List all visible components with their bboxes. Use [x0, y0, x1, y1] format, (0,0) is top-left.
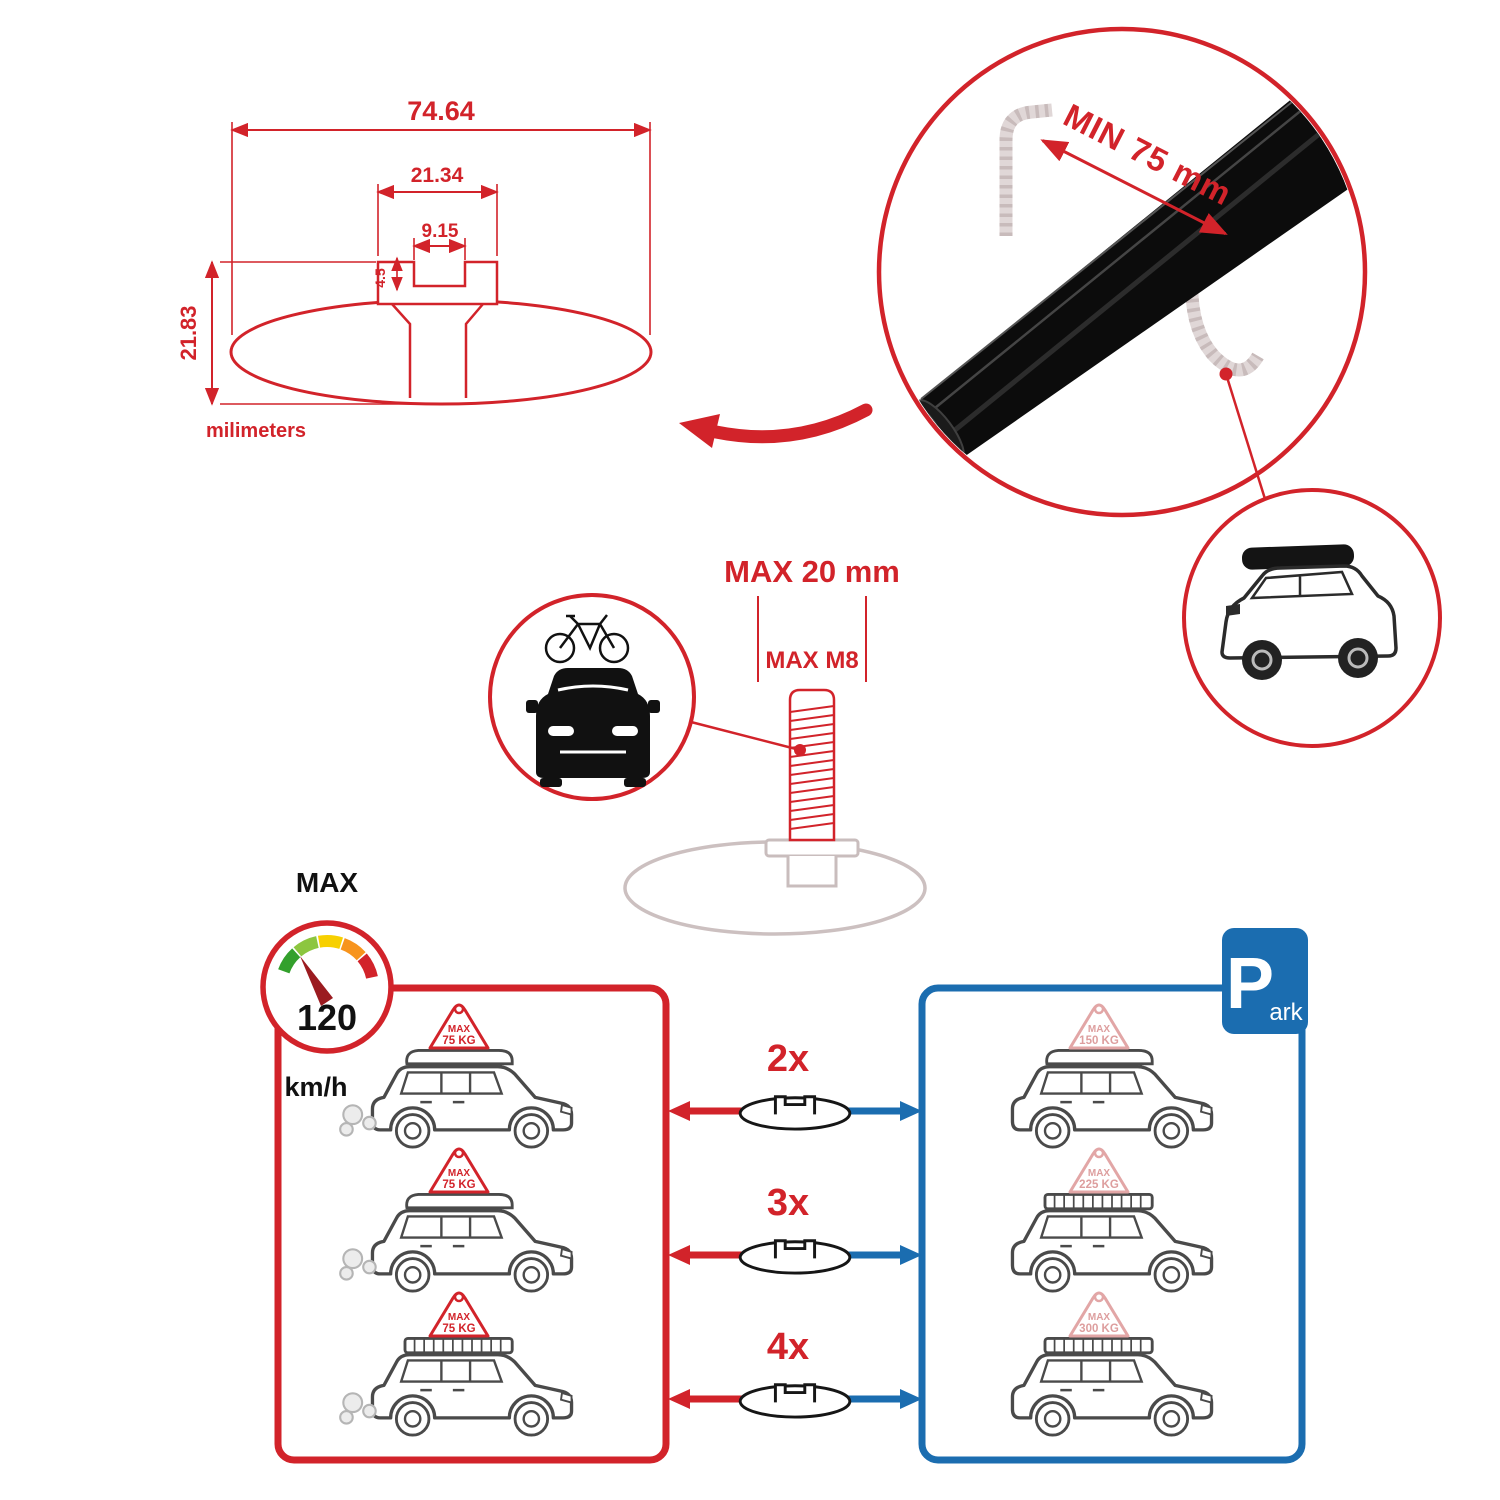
svg-text:MAX: MAX: [448, 1024, 471, 1035]
left-arrow-icon: [668, 1101, 690, 1121]
svg-text:MAX: MAX: [448, 1312, 471, 1323]
load-badge: MAX 300 KG: [1068, 1291, 1130, 1338]
svg-text:300 KG: 300 KG: [1079, 1323, 1119, 1335]
right-arrow-icon: [900, 1389, 922, 1409]
speed-value: 120: [297, 997, 357, 1038]
load-badge: MAX 75 KG: [428, 1147, 490, 1194]
bar-count-row: 4x: [668, 1326, 922, 1419]
max-thread-label: MAX M8: [765, 647, 858, 674]
max-length-label: MAX 20 mm: [724, 554, 900, 589]
dim-overall-height: 21.83: [176, 305, 201, 360]
bar-count-label: 3x: [767, 1182, 809, 1224]
parking-letter: P: [1226, 944, 1274, 1024]
load-badge: MAX 225 KG: [1068, 1147, 1130, 1194]
right-arrow-icon: [900, 1101, 922, 1121]
parking-suffix: ark: [1269, 999, 1303, 1026]
bar-count-rows: 2x 3x 4x: [668, 1038, 922, 1419]
dim-channel-width: 21.34: [411, 164, 464, 187]
svg-text:225 KG: 225 KG: [1079, 1179, 1119, 1191]
left-arrow-icon: [668, 1389, 690, 1409]
speed-max-label: MAX: [296, 867, 359, 898]
svg-text:MAX: MAX: [1088, 1024, 1111, 1035]
callout-dot: [1219, 367, 1233, 381]
unit-label: milimeters: [206, 420, 306, 442]
bolt-diagram: MAX 20 mm MAX M8: [623, 554, 927, 936]
svg-text:150 KG: 150 KG: [1079, 1035, 1119, 1047]
speed-limit-gauge: MAX 120 km/h: [260, 867, 394, 1102]
bar-count-row: 2x: [668, 1038, 922, 1131]
profile-channel: [376, 260, 499, 306]
profile-cross-section-icon: [738, 1095, 852, 1131]
right-arrow-icon: [900, 1245, 922, 1265]
crossbar-closeup: MIN 75 mm: [876, 26, 1368, 518]
car-front-icon: [526, 668, 660, 787]
dim-slot-width: 9.15: [422, 221, 459, 242]
svg-text:75 KG: 75 KG: [442, 1323, 475, 1335]
bike-icon: [544, 614, 630, 664]
svg-text:MAX: MAX: [448, 1168, 471, 1179]
roofbox-suv-bubble: [1182, 488, 1442, 748]
parking-sign: P ark: [1222, 928, 1308, 1034]
bar-count-label: 2x: [767, 1038, 809, 1080]
svg-text:MAX: MAX: [1088, 1168, 1111, 1179]
svg-text:75 KG: 75 KG: [442, 1035, 475, 1047]
bar-count-label: 4x: [767, 1326, 809, 1368]
svg-text:75 KG: 75 KG: [442, 1179, 475, 1191]
suv-roofbox-icon: [1220, 544, 1398, 680]
bar-count-row: 3x: [668, 1182, 922, 1275]
dim-wall-height: 4.5: [372, 268, 388, 288]
callout-dot: [794, 744, 806, 756]
gauge-needle: [300, 956, 333, 1006]
pointer-arrow-icon: [679, 403, 873, 448]
load-badge: MAX 75 KG: [428, 1291, 490, 1338]
load-badge: MAX 150 KG: [1068, 1003, 1130, 1050]
svg-text:MAX: MAX: [1088, 1312, 1111, 1323]
load-badge: MAX 75 KG: [428, 1003, 490, 1050]
profile-neck: [391, 303, 484, 398]
bike-car-bubble: [488, 593, 696, 801]
dim-overall-width: 74.64: [407, 96, 475, 126]
left-arrow-icon: [668, 1245, 690, 1265]
profile-cross-section-icon: [738, 1383, 852, 1419]
profile-cross-section-icon: [738, 1239, 852, 1275]
profile-outline: [229, 298, 653, 406]
profile-dimension-diagram: 74.64 21.34 9.15 4.5 21.83 milimeters: [176, 96, 653, 442]
t-slot-adapter-icon: [764, 838, 860, 888]
speed-unit: km/h: [284, 1072, 347, 1102]
driving-panel: MAX 75 KG MAX 75 KG MAX 75 KG: [274, 984, 670, 1464]
bolt-icon: [788, 688, 836, 842]
parking-panel: MAX 150 KG MAX 225 KG MAX 300 KG P ark: [918, 928, 1308, 1464]
